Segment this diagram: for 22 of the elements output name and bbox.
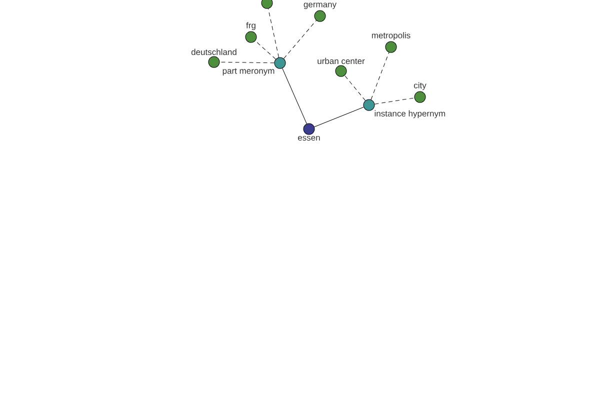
connector-line — [220, 62, 274, 64]
graph-node: germany — [304, 2, 337, 22]
graph-node: urban center — [318, 58, 365, 77]
connector-line — [283, 20, 317, 59]
graph-node: metropolis — [372, 32, 410, 53]
graph-node: essen — [298, 123, 320, 141]
node-label: urban center — [318, 58, 365, 64]
node-label: metropolis — [372, 32, 410, 40]
node-label: deutschland — [191, 48, 236, 56]
connector-line — [344, 75, 366, 101]
node-label: germany — [304, 2, 337, 10]
connector-line — [255, 40, 276, 60]
connector-line — [282, 68, 307, 124]
graph-node: frg — [245, 22, 257, 43]
node-label: city — [414, 82, 426, 90]
node-label: part meronym — [222, 68, 274, 76]
node-label: essen — [298, 136, 320, 141]
node-label: instance hypernym — [374, 110, 446, 118]
connector-line — [370, 52, 390, 100]
connector-line — [314, 106, 364, 128]
connector-line — [374, 98, 415, 104]
node-label: frg — [246, 22, 256, 30]
